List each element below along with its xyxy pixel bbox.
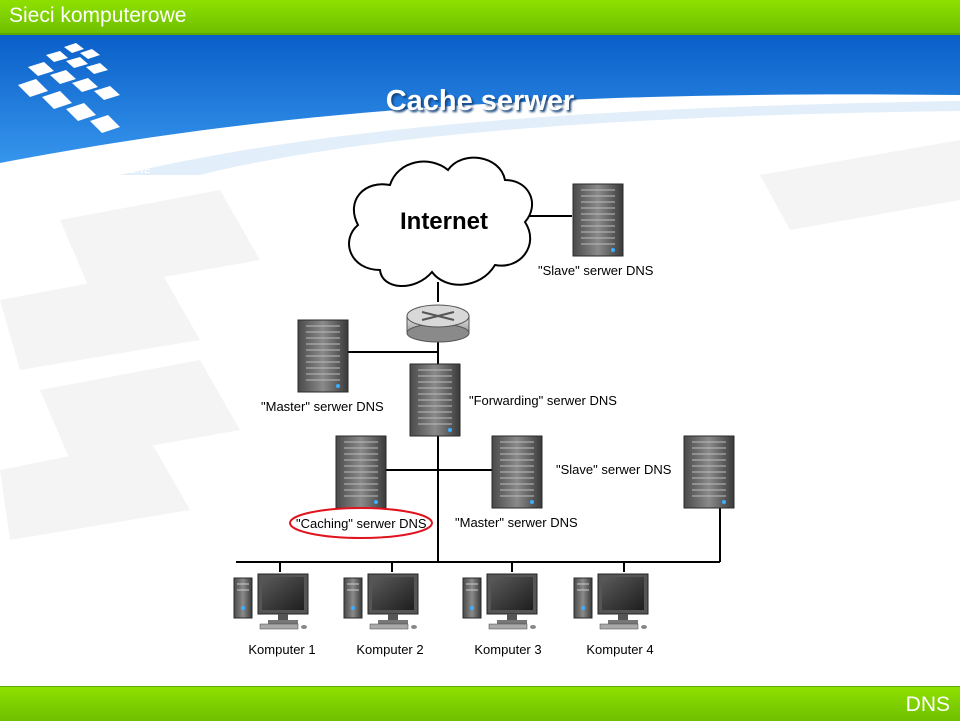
computer-2-label: Komputer 2 xyxy=(356,642,423,657)
slave-server-right-label: "Slave" serwer DNS xyxy=(556,462,672,477)
section-label: DNS xyxy=(905,693,950,716)
caching-server-label: "Caching" serwer DNS xyxy=(296,516,427,531)
course-title: Sieci komputerowe xyxy=(9,4,187,27)
master-server-mid-icon xyxy=(491,435,543,509)
internet-label: Internet xyxy=(400,208,488,235)
master-server-mid-label: "Master" serwer DNS xyxy=(455,515,578,530)
computer-3-icon xyxy=(462,573,538,630)
internet-cloud: Internet xyxy=(348,156,534,287)
footer-bar: DNS xyxy=(0,686,960,721)
logo-text: E-STUDIA INFORMATYCZNE xyxy=(6,165,152,175)
computer-1-icon xyxy=(233,573,309,630)
computer-1-label: Komputer 1 xyxy=(248,642,315,657)
caching-server-icon xyxy=(335,435,387,509)
slave-server-right-icon xyxy=(683,435,735,509)
computer-2-icon xyxy=(343,573,419,630)
master-server-left-icon xyxy=(297,319,349,393)
computer-4-label: Komputer 4 xyxy=(586,642,653,657)
forwarding-server-icon xyxy=(409,363,461,437)
computer-3-label: Komputer 3 xyxy=(474,642,541,657)
computer-4-icon xyxy=(573,573,649,630)
router-icon xyxy=(406,304,470,343)
header-banner: E-STUDIA INFORMATYCZNE Cache serwer xyxy=(0,35,960,175)
forwarding-server-label: "Forwarding" serwer DNS xyxy=(469,393,617,408)
slave-server-top-label: "Slave" serwer DNS xyxy=(538,263,654,278)
caching-highlight xyxy=(289,507,433,539)
slave-server-top-icon xyxy=(572,183,624,257)
top-bar: Sieci komputerowe xyxy=(0,0,960,35)
master-server-left-label: "Master" serwer DNS xyxy=(261,399,384,414)
slide-title: Cache serwer xyxy=(385,85,575,117)
